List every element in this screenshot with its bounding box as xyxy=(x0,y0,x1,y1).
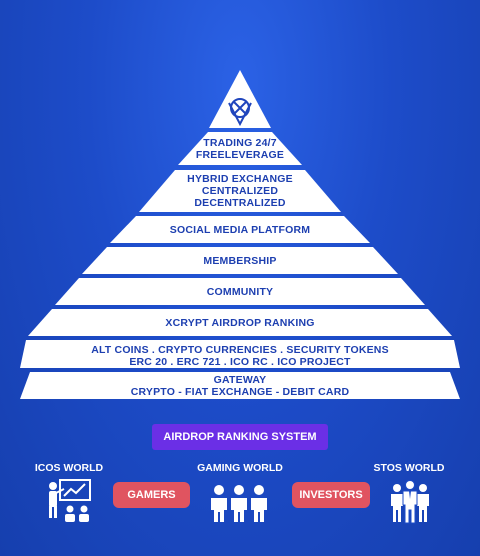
tier-label-membership: MEMBERSHIP xyxy=(203,255,277,267)
tier-4 xyxy=(82,247,398,274)
tier-label-social-media: SOCIAL MEDIA PLATFORM xyxy=(169,224,311,236)
tier-1 xyxy=(178,132,302,165)
xcrypt-logo-icon xyxy=(228,98,252,127)
tier-7 xyxy=(20,340,460,368)
gamers-tag[interactable]: GAMERS xyxy=(113,482,190,508)
tier-8 xyxy=(20,372,460,399)
tier-label-trading: TRADING 24/7 FREELEVERAGE xyxy=(195,137,285,161)
tier-2 xyxy=(139,170,341,212)
icos-world-label: ICOS WORLD xyxy=(34,462,104,474)
airdrop-ranking-system-button[interactable]: AIRDROP RANKING SYSTEM xyxy=(152,424,328,450)
gaming-world-label: GAMING WORLD xyxy=(197,462,283,474)
tier-6 xyxy=(28,309,452,336)
tier-label-community: COMMUNITY xyxy=(206,286,274,298)
tier-label-airdrop-ranking: XCRYPT AIRDROP RANKING xyxy=(165,317,315,329)
investors-tag[interactable]: INVESTORS xyxy=(292,482,370,508)
business-team-icon[interactable] xyxy=(388,480,432,524)
pyramid-diagram xyxy=(20,70,460,399)
tier-label-hybrid-exchange: HYBRID EXCHANGE CENTRALIZED DECENTRALIZE… xyxy=(187,173,293,209)
tier-5 xyxy=(55,278,425,305)
people-group-icon[interactable] xyxy=(207,484,271,524)
tier-3 xyxy=(110,216,370,243)
stos-world-label: STOS WORLD xyxy=(373,462,445,474)
presentation-icon[interactable] xyxy=(44,478,96,524)
tier-label-gateway: GATEWAY CRYPTO - FIAT EXCHANGE - DEBIT C… xyxy=(130,374,350,398)
tier-label-alt-coins: ALT COINS . CRYPTO CURRENCIES . SECURITY… xyxy=(91,344,389,368)
